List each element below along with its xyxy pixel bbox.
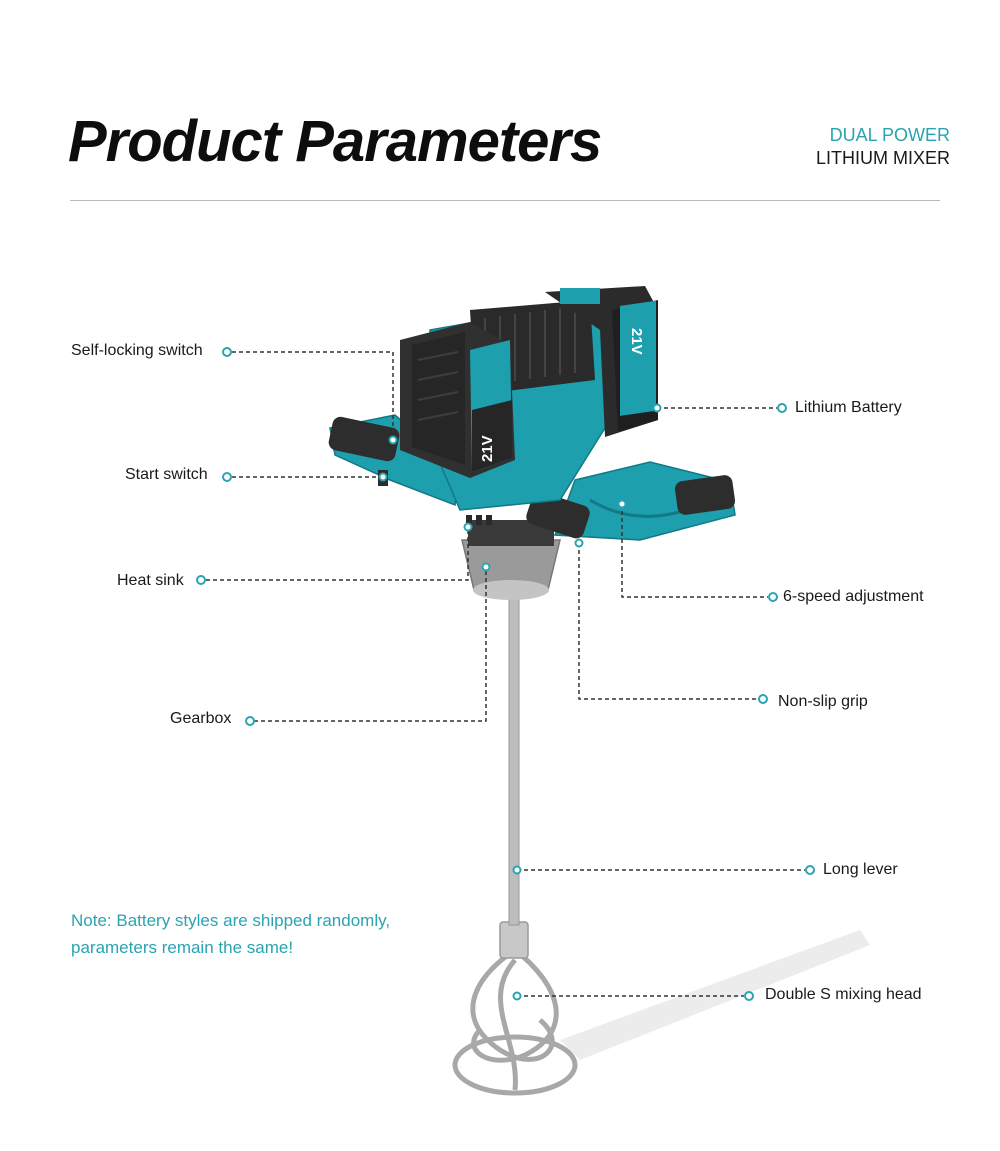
callout-dot <box>805 865 815 875</box>
label-long-lever: Long lever <box>823 861 898 878</box>
callout-dot <box>758 694 768 704</box>
battery-front: 21V <box>400 322 515 478</box>
label-gearbox: Gearbox <box>170 710 232 727</box>
label-start-switch: Start switch <box>125 466 208 483</box>
shipping-note: Note: Battery styles are shipped randoml… <box>71 907 390 961</box>
note-line-2: parameters remain the same! <box>71 938 294 957</box>
callout-dot <box>744 991 754 1001</box>
svg-text:21V: 21V <box>628 328 645 355</box>
page-title: Product Parameters <box>68 109 602 174</box>
subtitle-line-1: DUAL POWER <box>829 125 950 145</box>
callout-dot <box>222 472 232 482</box>
callout-dot <box>777 403 787 413</box>
shaft-coupling <box>499 921 529 959</box>
callout-dot <box>768 592 778 602</box>
mixing-head <box>452 947 578 1096</box>
battery-rear: 21V <box>545 286 658 437</box>
callout-dot <box>196 575 206 585</box>
note-line-1: Note: Battery styles are shipped randoml… <box>71 911 391 930</box>
subtitle-line-2: LITHIUM MIXER <box>815 148 950 168</box>
label-heat-sink: Heat sink <box>117 572 184 589</box>
label-6-speed-adjustment: 6-speed adjustment <box>783 588 924 605</box>
header-divider <box>70 200 940 201</box>
callout-dot <box>245 716 255 726</box>
svg-text:21V: 21V <box>479 435 496 462</box>
label-lithium-battery: Lithium Battery <box>795 399 902 416</box>
label-self-locking-switch: Self-locking switch <box>71 342 203 359</box>
label-double-s-mixing-head: Double S mixing head <box>765 986 922 1003</box>
callout-dot <box>222 347 232 357</box>
label-non-slip-grip: Non-slip grip <box>778 693 868 710</box>
product-subtitle: DUAL POWER LITHIUM MIXER <box>816 124 950 170</box>
